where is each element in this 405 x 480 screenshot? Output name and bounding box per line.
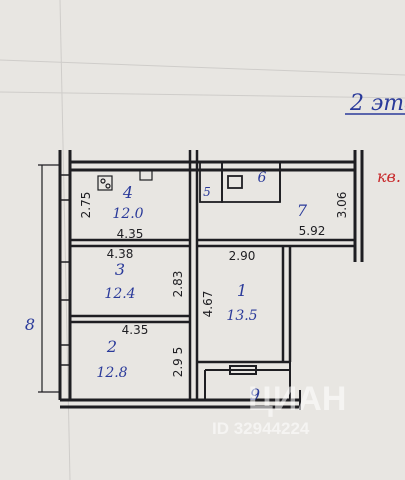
watermark: ЦИАН ID 32944224 bbox=[212, 380, 346, 438]
room-6-number: 6 bbox=[258, 170, 267, 186]
room-3-number: 3 bbox=[115, 260, 125, 279]
interior-walls bbox=[70, 150, 355, 400]
dimension-labels: 2.75 4.35 4.38 2.83 4.35 2.9 5 2.90 4.67… bbox=[79, 192, 349, 378]
dim-435-top: 4.35 bbox=[117, 227, 144, 241]
room-3-area: 12.4 bbox=[104, 286, 135, 302]
wet-rooms bbox=[199, 161, 281, 203]
stove-icon bbox=[97, 169, 153, 191]
room-1-area: 13.5 bbox=[226, 308, 257, 324]
dim-435-mid: 4.35 bbox=[122, 323, 149, 337]
dim-295: 2.9 5 bbox=[171, 347, 185, 378]
dim-283: 2.83 bbox=[171, 271, 185, 298]
apartment-label: кв. bbox=[377, 167, 401, 186]
dim-306: 3.06 bbox=[335, 192, 349, 219]
room-5-number: 5 bbox=[203, 185, 211, 199]
room-9-number: 9 bbox=[250, 385, 260, 404]
room-2-number: 2 bbox=[106, 337, 117, 356]
room-7-number: 7 bbox=[297, 201, 308, 220]
loggia-outline bbox=[204, 362, 301, 410]
dim-592: 5.92 bbox=[299, 224, 326, 238]
floor-label: 2 эта bbox=[349, 91, 405, 116]
windows-left bbox=[60, 174, 70, 366]
room-8-number: 8 bbox=[25, 315, 35, 334]
watermark-id: ID 32944224 bbox=[212, 419, 310, 438]
room-labels: 4 12.0 3 12.4 2 12.8 1 13.5 5 6 7 8 9 bbox=[25, 170, 308, 404]
room-2-area: 12.8 bbox=[96, 365, 127, 381]
watermark-brand: ЦИАН bbox=[248, 380, 346, 418]
room-1-number: 1 bbox=[237, 281, 247, 300]
dim-290: 2.90 bbox=[229, 249, 256, 263]
dim-275: 2.75 bbox=[79, 192, 93, 219]
dim-467: 4.67 bbox=[201, 291, 215, 318]
dim-438: 4.38 bbox=[107, 247, 134, 261]
room-8-dim-line bbox=[38, 164, 60, 393]
room-4-area: 12.0 bbox=[112, 206, 143, 222]
room-4-number: 4 bbox=[122, 183, 133, 202]
